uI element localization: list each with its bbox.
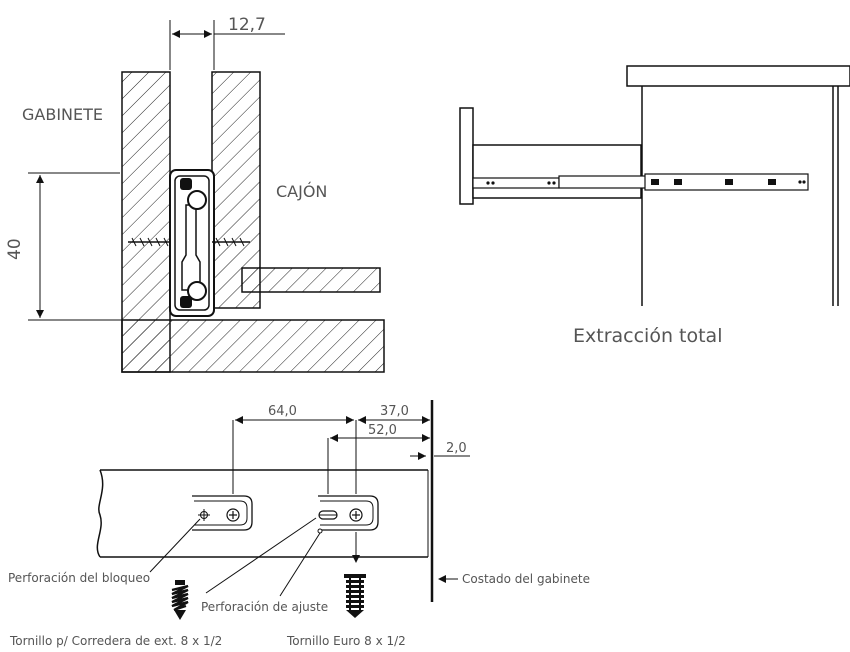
- drawer-bottom: [241, 267, 381, 293]
- leader-ajuste-2: [279, 532, 321, 597]
- label-perforacion-ajuste: Perforación de ajuste: [201, 600, 328, 614]
- dim-label-37: 37,0: [380, 404, 409, 419]
- dim-label-2: 2,0: [446, 441, 467, 456]
- label-cajon: CAJÓN: [276, 182, 327, 201]
- side-view: [96, 400, 470, 620]
- lock-bracket: [192, 495, 253, 531]
- break-line: [96, 469, 104, 558]
- dim-label-64: 64,0: [268, 404, 297, 419]
- extended-slide-rail: [472, 173, 809, 191]
- drawer-front: [459, 107, 474, 205]
- dimension-52: [330, 434, 430, 442]
- drawer-body: [472, 144, 642, 199]
- wood-screw-icon: [171, 580, 189, 620]
- adjust-bracket: [318, 495, 379, 531]
- label-perforacion-bloqueo: Perforación del bloqueo: [8, 571, 150, 585]
- screw-left-icon: [128, 237, 170, 247]
- label-tornillo-euro: Tornillo Euro 8 x 1/2: [286, 634, 406, 648]
- screw-right-icon: [212, 237, 250, 247]
- label-tornillo-ext: Tornillo p/ Corredera de ext. 8 x 1/2: [9, 634, 222, 648]
- cross-section-view: [28, 20, 385, 373]
- dimension-64: [235, 416, 354, 424]
- leader-bloqueo: [149, 518, 201, 573]
- cabinet-bottom: [121, 319, 385, 373]
- label-costado-gabinete: Costado del gabinete: [462, 572, 590, 586]
- leader-ajuste-1: [205, 517, 317, 594]
- dim-label-52: 52,0: [368, 423, 397, 438]
- dimension-37: [358, 416, 430, 424]
- slide-rail-profile: [169, 169, 215, 317]
- label-gabinete: GABINETE: [22, 105, 103, 124]
- dim-label-40: 40: [5, 238, 25, 260]
- label-extraccion-total: Extracción total: [573, 325, 722, 347]
- cabinet-top: [626, 65, 850, 87]
- dim-label-12-7: 12,7: [228, 15, 266, 35]
- dimension-40: [28, 172, 122, 321]
- dimension-2: [410, 452, 470, 460]
- full-extension-view: [459, 65, 850, 306]
- dimension-12-7: [169, 20, 285, 70]
- euro-screw-icon: [344, 574, 366, 618]
